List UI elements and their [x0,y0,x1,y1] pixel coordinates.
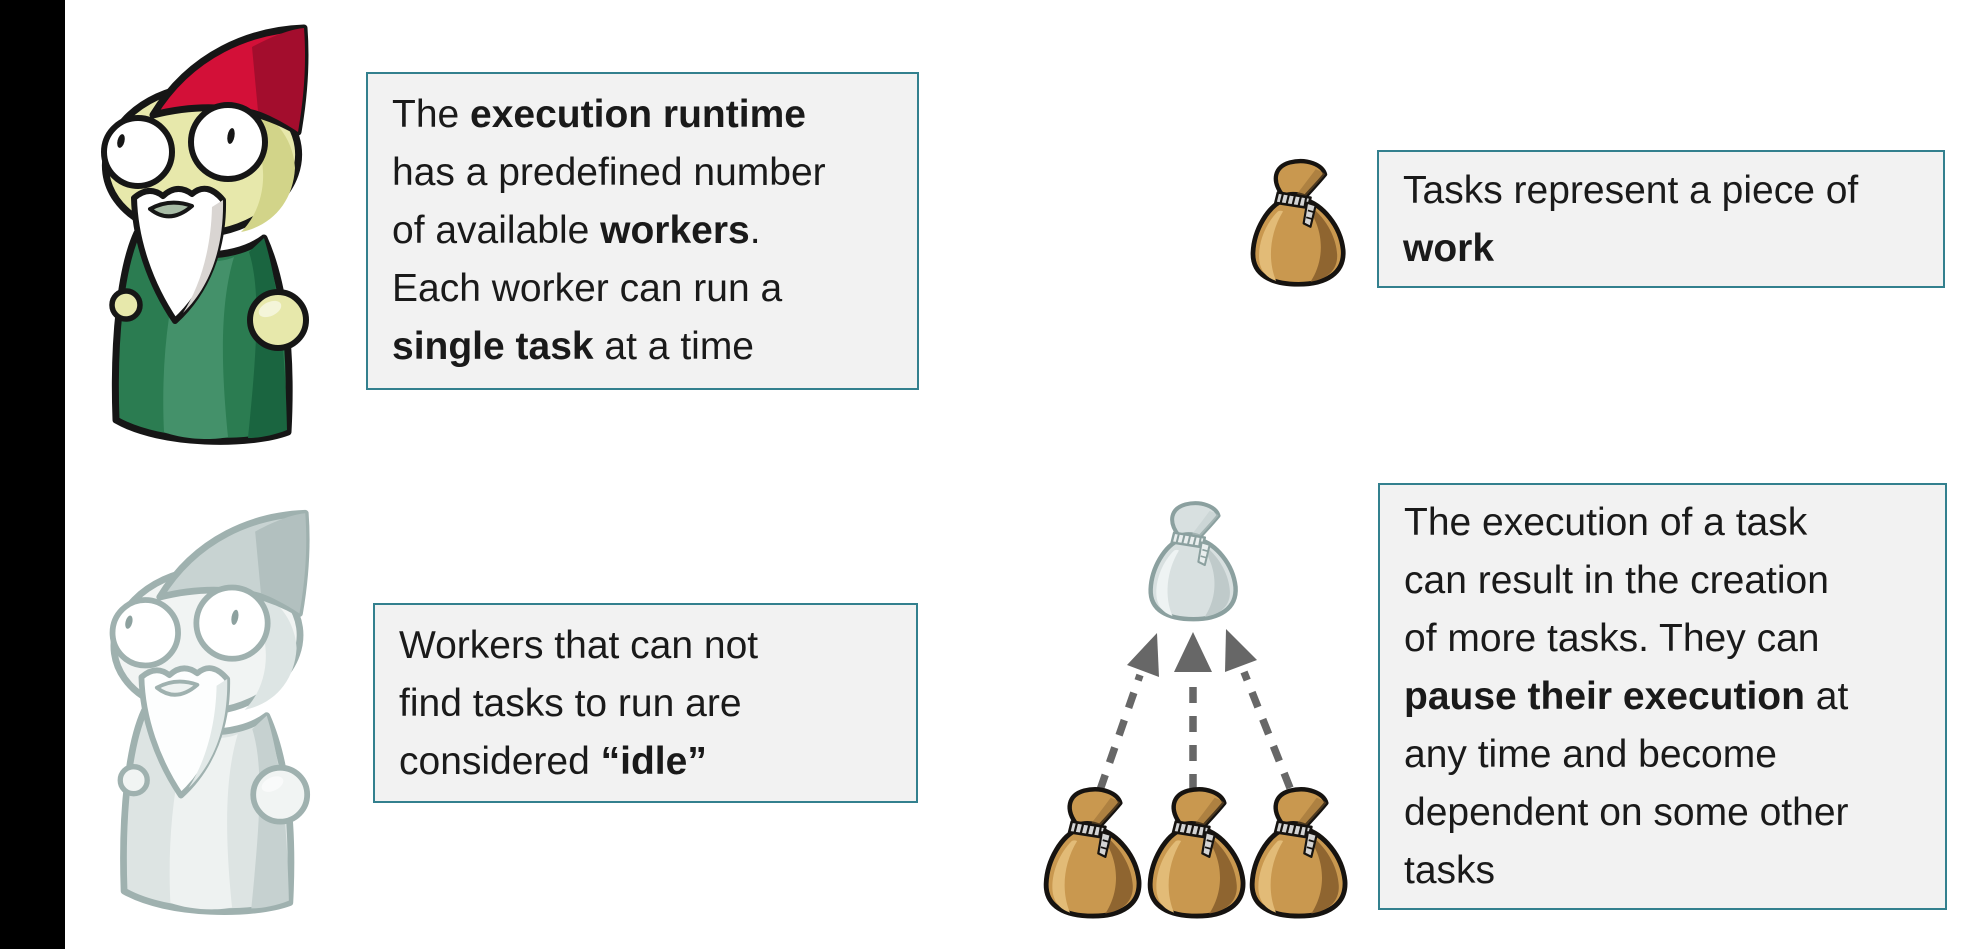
arrowheads [1127,629,1257,677]
money-bag-task-icon [1252,789,1346,917]
money-bag-task-icon [1150,789,1244,917]
money-bag-task-icon [1247,157,1350,288]
idle-gnome-worker-icon [80,494,332,918]
slide-edge-bar [0,0,65,949]
task-creation-diagram [1046,503,1346,917]
money-bag-task-icon [1046,789,1140,917]
dashed-up-arrows-icon [1096,670,1294,792]
gnome-worker-icon [70,8,332,448]
faded-money-bag-task-icon [1150,503,1236,620]
